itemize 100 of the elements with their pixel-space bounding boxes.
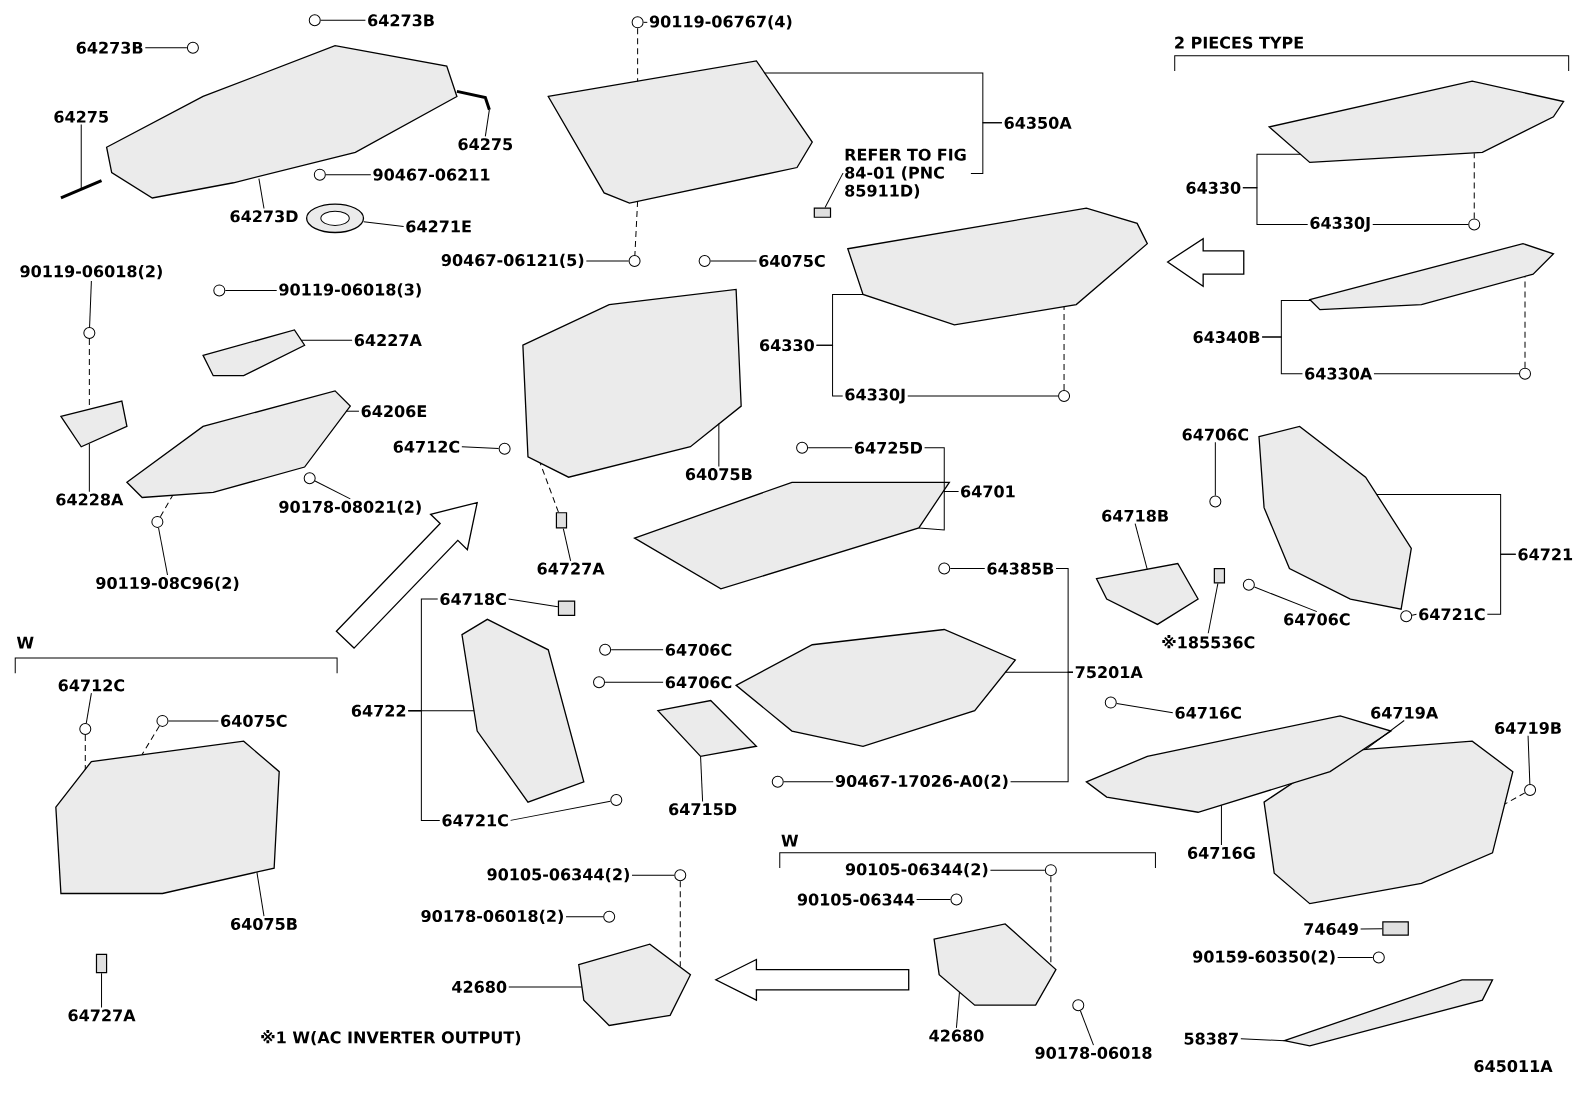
bolt-drawing	[308, 14, 321, 27]
part-number: 90467-17026-A0(2)	[835, 774, 1008, 790]
assembly-line	[1063, 306, 1065, 391]
leader-line	[258, 178, 265, 210]
panel-drawing	[1263, 740, 1514, 905]
part-number: 90119-06018(2)	[20, 265, 162, 280]
cable-drawing	[456, 90, 491, 111]
leader-line	[1337, 957, 1374, 959]
part-number: 64385B	[987, 562, 1054, 575]
drawing-number: 645011A	[1474, 1060, 1553, 1073]
leader-line	[949, 568, 986, 570]
bolt-drawing	[1400, 610, 1413, 623]
note-text: ※1 W(AC INVERTER OUTPUT)	[261, 1030, 521, 1046]
leader-line	[1527, 735, 1531, 785]
part-number: 64719A	[1371, 706, 1439, 719]
assembly-line	[1524, 275, 1526, 369]
panel-drawing	[1258, 425, 1412, 611]
part-number: 90178-06018(2)	[421, 909, 563, 925]
leader-line	[1372, 224, 1469, 226]
clip-drawing	[813, 207, 832, 219]
grommet-drawing	[306, 203, 365, 234]
leader-line	[363, 221, 405, 228]
leader-line	[1207, 583, 1219, 634]
bolt-drawing	[156, 715, 169, 728]
assembly-line	[539, 462, 559, 513]
cable-drawing	[60, 179, 103, 200]
leader-line	[167, 720, 219, 722]
leader-line	[610, 649, 664, 651]
bolt-drawing	[1044, 864, 1057, 877]
bolt-drawing	[610, 794, 623, 807]
leader-line	[508, 986, 583, 988]
part-number: 64273B	[368, 14, 434, 27]
leader-line	[314, 480, 351, 500]
bolt-drawing	[1524, 784, 1537, 797]
clip-drawing	[1382, 921, 1409, 936]
bolt-drawing	[1519, 367, 1531, 380]
part-number: 90105-06344(2)	[845, 863, 988, 878]
group-label: W	[16, 637, 34, 649]
bolt-drawing	[83, 327, 96, 340]
part-number: 64706C	[665, 676, 732, 689]
assembly-line	[141, 725, 160, 756]
leader-line	[824, 173, 844, 209]
part-number: 90105-06344	[797, 893, 915, 906]
bolt-drawing	[950, 893, 963, 906]
part-number: 42680	[929, 1029, 984, 1042]
leader-line	[325, 174, 372, 176]
assembly-line	[634, 200, 639, 256]
bolt-drawing	[599, 644, 612, 657]
bolt-drawing	[674, 869, 687, 882]
clip-drawing	[557, 600, 576, 617]
leader-line	[710, 260, 758, 262]
bolt-drawing	[1468, 218, 1481, 231]
bolt-drawing	[313, 168, 326, 181]
part-number: 64715D	[669, 803, 737, 816]
bolt-drawing	[938, 562, 951, 575]
part-number: 90105-06344(2)	[487, 868, 629, 883]
part-number: 64330A	[1305, 367, 1373, 380]
clip-drawing	[1213, 568, 1226, 584]
part-number: ※185536C	[1162, 635, 1255, 649]
panel-drawing	[547, 60, 814, 204]
leader-line	[565, 916, 604, 918]
part-number: 90467-06121(5)	[441, 254, 584, 269]
part-number: 64722	[351, 704, 406, 717]
bolt-drawing	[213, 284, 226, 297]
part-number: 64701	[961, 485, 1015, 498]
leader-line	[916, 899, 951, 901]
part-number: 64721	[1518, 548, 1573, 561]
part-number: 75201A	[1075, 666, 1143, 679]
bolt-drawing	[303, 472, 316, 485]
part-number: 90119-08C96(2)	[96, 576, 239, 592]
clip-drawing	[555, 512, 568, 529]
bolt-drawing	[1104, 696, 1117, 709]
leader-line	[88, 443, 90, 493]
part-number: 64712C	[393, 440, 460, 453]
note-text: REFER TO FIG 84-01 (PNC 85911D)	[845, 148, 966, 199]
part-number: 64706C	[1284, 613, 1350, 626]
part-number: 64716C	[1175, 706, 1241, 719]
part-number: 64716G	[1188, 847, 1255, 860]
part-number: 64719B	[1495, 722, 1561, 735]
leader-line	[1134, 523, 1148, 571]
part-number: 90119-06018(3)	[279, 283, 421, 298]
part-number: 42680	[452, 981, 507, 994]
block-arrow	[1166, 237, 1245, 288]
leader-line	[631, 874, 675, 876]
part-number: 64206E	[361, 405, 427, 418]
leader-line	[1411, 614, 1417, 616]
leader-line	[783, 781, 834, 783]
leader-line	[158, 527, 169, 576]
leader-line	[643, 22, 648, 24]
part-number: 90467-06211	[373, 168, 490, 181]
bolt-drawing	[631, 16, 644, 29]
leader-line	[1079, 1010, 1094, 1046]
part-number: 64227A	[354, 334, 422, 347]
part-number: 64271E	[406, 220, 471, 233]
leader-line	[1486, 554, 1517, 615]
leader-line	[562, 528, 572, 562]
part-number: 90178-06018	[1035, 1047, 1152, 1060]
leader-line	[1373, 373, 1520, 375]
leader-line	[144, 47, 188, 49]
panel-drawing	[55, 740, 280, 895]
